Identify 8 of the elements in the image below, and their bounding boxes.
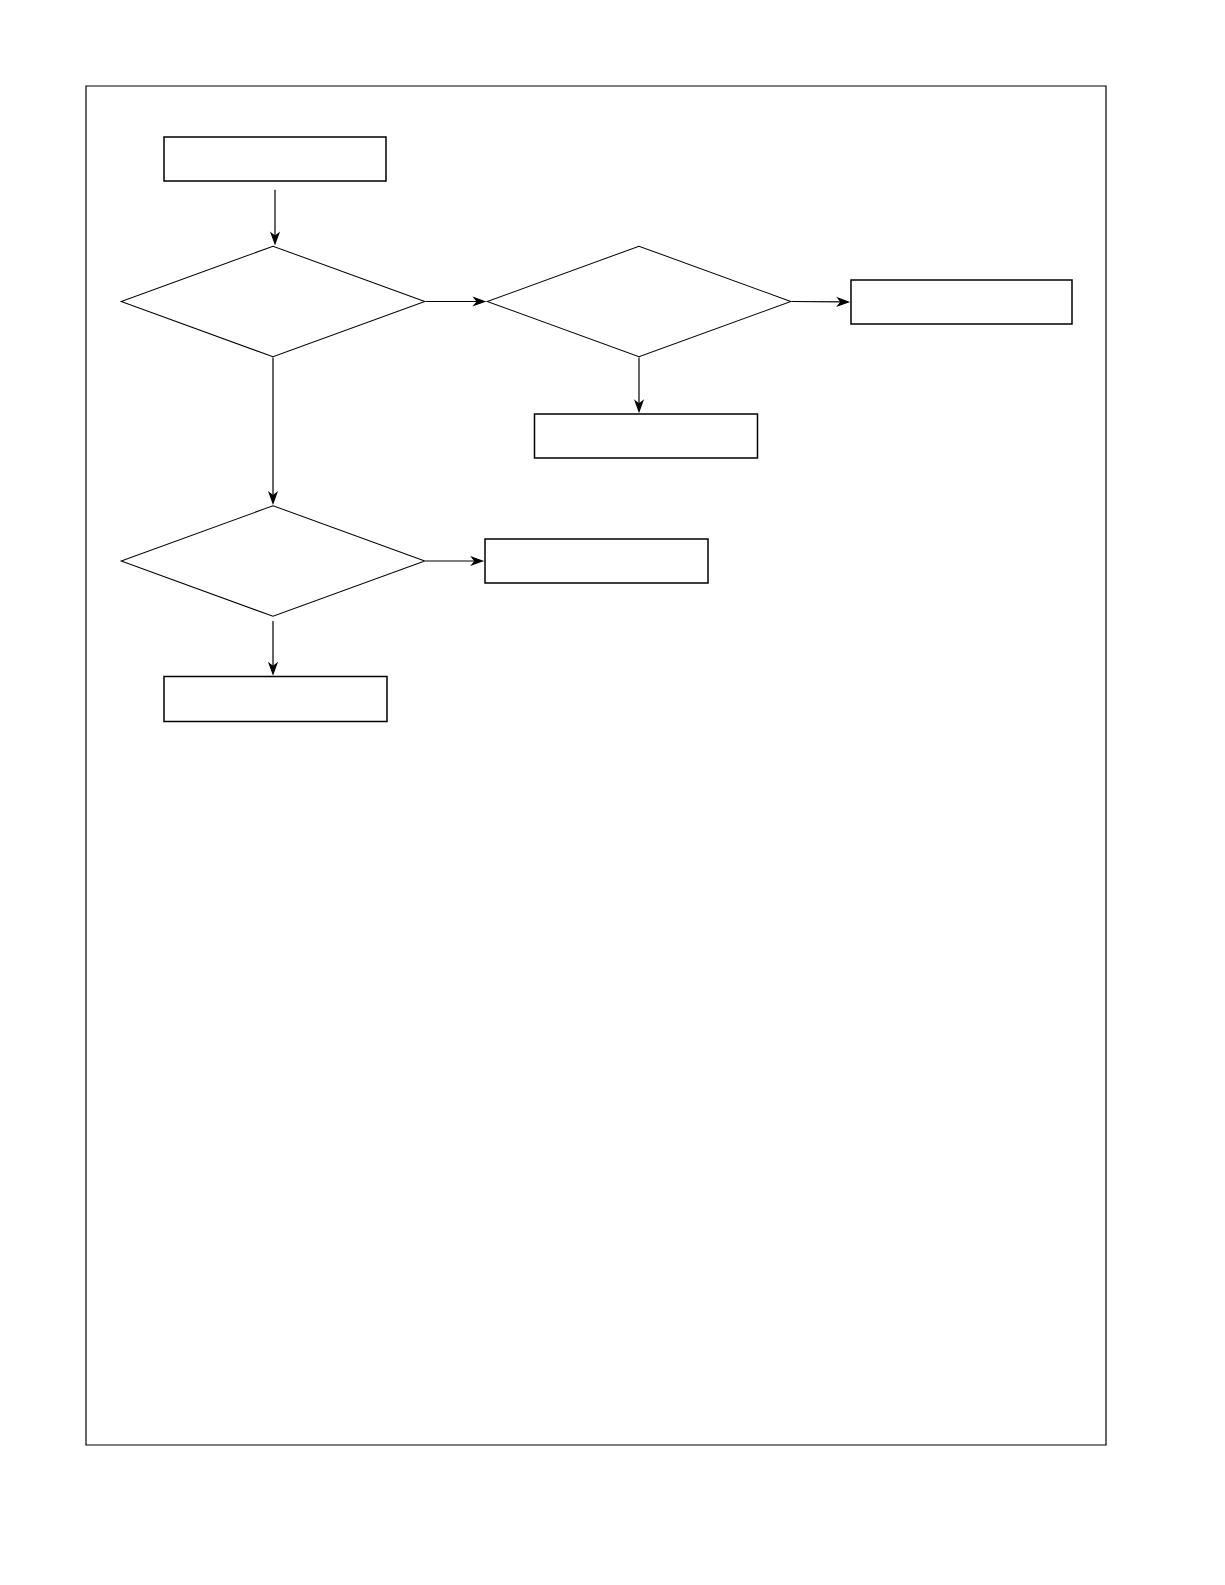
process-box — [850, 279, 1073, 325]
decision-diamond — [486, 245, 792, 358]
decision-diamond — [120, 245, 426, 358]
decision-diamond — [120, 505, 426, 617]
process-box — [163, 675, 388, 723]
process-box — [484, 538, 709, 584]
process-box — [533, 413, 759, 459]
process-box — [163, 136, 387, 182]
